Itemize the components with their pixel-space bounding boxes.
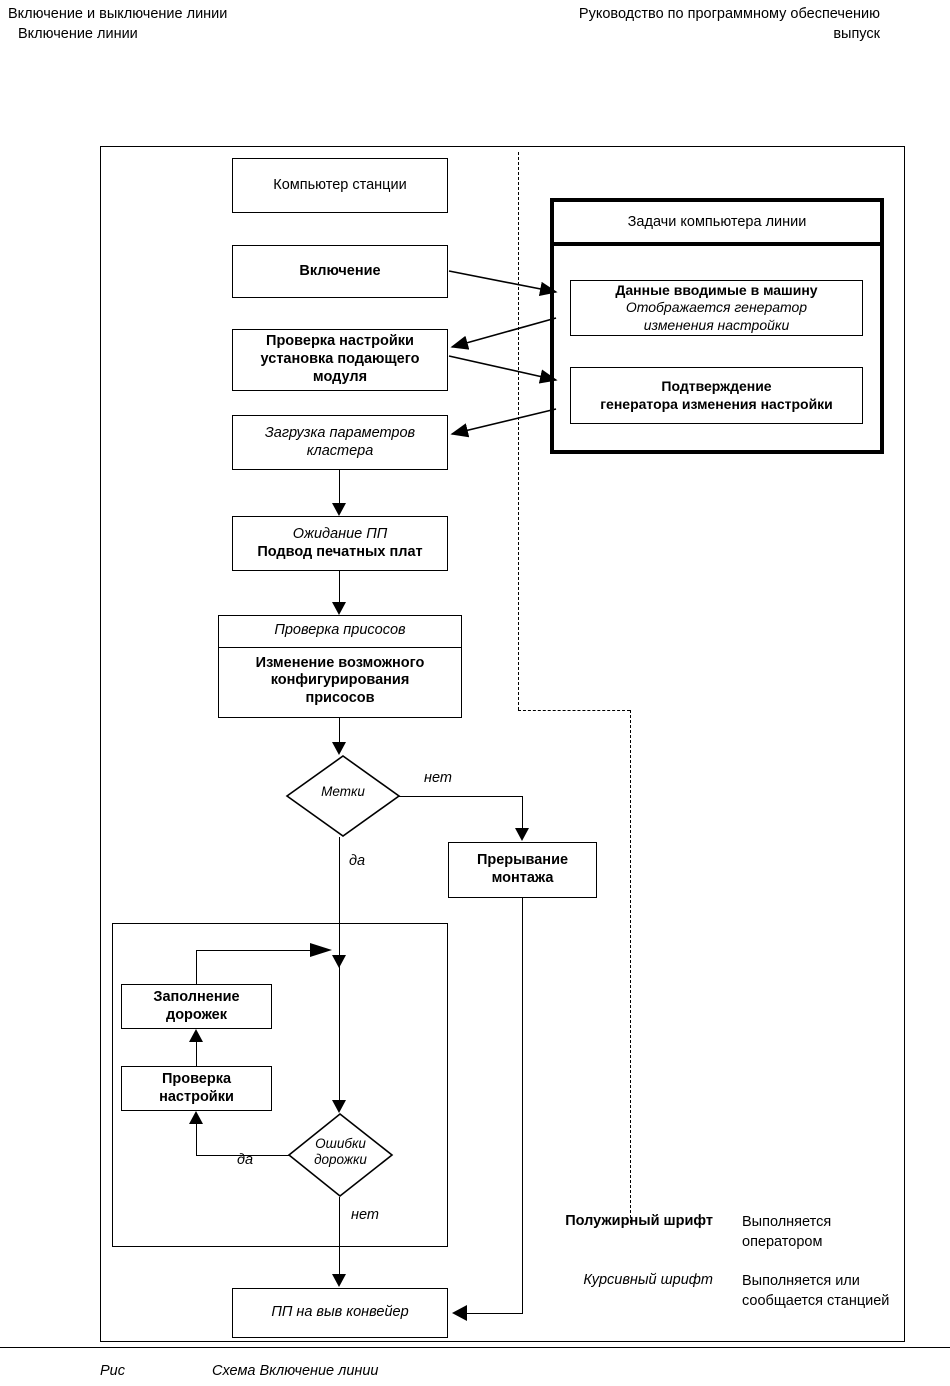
box-power-on[interactable]: Включение <box>232 245 448 298</box>
box-setup-check-line-2: установка подающего <box>260 351 420 368</box>
line-interrupt-to-output <box>467 1313 523 1314</box>
line-marks-no-vertical <box>522 796 523 828</box>
box-wait-pcb[interactable]: Ожидание ПП Подвод печатных плат <box>232 516 448 571</box>
box-nozzle-check-line-3: присосов <box>305 690 375 707</box>
box-fill-tracks-line-2: дорожек <box>166 1006 227 1023</box>
box-station-computer-label: Компьютер станции <box>273 176 407 193</box>
box-load-parameters-line-2: кластера <box>306 442 374 459</box>
arrowhead-nozzle-to-marks <box>332 742 346 755</box>
legend-bold-description: Выполняется оператором <box>742 1213 831 1252</box>
arrowhead-marks-no <box>515 828 529 841</box>
label-marks-no: нет <box>424 770 452 786</box>
legend-italic-description-line-2: сообщается станцией <box>742 1292 890 1309</box>
line-interrupt-down <box>522 898 523 1313</box>
label-errors-yes: да <box>237 1152 254 1168</box>
arrowhead-check-to-fill <box>189 1029 203 1042</box>
legend-bold-description-line-1: Выполняется <box>742 1214 832 1230</box>
box-interrupt-line-1: Прерывание <box>476 852 569 869</box>
box-confirmation-line-2: генератора изменения настройки <box>600 395 833 412</box>
legend-bold-term: Полужирный шрифт <box>565 1213 713 1229</box>
arrowhead-load-to-wait <box>332 503 346 516</box>
legend-italic-description-line-1: Выполняется или <box>742 1273 860 1289</box>
line-errors-yes-vertical <box>196 1122 197 1155</box>
box-interrupt[interactable]: Прерывание монтажа <box>448 842 597 898</box>
decision-track-errors[interactable]: Ошибки дорожки <box>287 1112 394 1198</box>
line-nozzle-to-marks <box>339 718 340 742</box>
dashed-divider-lower <box>630 710 631 1223</box>
line-check-to-fill <box>196 1040 197 1066</box>
arrowhead-main-to-errors <box>332 1100 346 1113</box>
box-fill-tracks-line-1: Заполнение <box>153 988 240 1005</box>
arrowhead-fill-to-main <box>310 943 332 957</box>
decision-marks-label: Метки <box>321 784 365 799</box>
box-station-computer[interactable]: Компьютер станции <box>232 158 448 213</box>
panel-title: Задачи компьютера линии <box>554 202 880 246</box>
arrowhead-interrupt-to-output <box>452 1305 467 1321</box>
line-main-to-errors <box>339 960 340 1102</box>
box-nozzle-check-bottom: Изменение возможного конфигурирования пр… <box>219 648 461 716</box>
box-load-parameters-line-1: Загрузка параметров <box>264 424 416 441</box>
box-fill-tracks[interactable]: Заполнение дорожек <box>121 984 272 1029</box>
box-check-setup-line-2: настройки <box>159 1088 234 1105</box>
box-confirmation[interactable]: Подтверждение генератора изменения настр… <box>570 367 863 424</box>
legend-italic-description: Выполняется или сообщается станцией <box>742 1272 889 1311</box>
label-errors-no: нет <box>351 1207 379 1223</box>
line-errors-no <box>339 1197 340 1274</box>
line-fill-right <box>196 950 320 951</box>
box-power-on-label: Включение <box>299 262 381 279</box>
box-nozzle-check-top: Проверка присосов <box>219 616 461 648</box>
box-confirmation-line-1: Подтверждение <box>661 378 772 394</box>
box-nozzle-check[interactable]: Проверка присосов Изменение возможного к… <box>218 615 462 718</box>
panel-line-computer-tasks[interactable]: Задачи компьютера линии Данные вводимые … <box>550 198 884 454</box>
decision-track-errors-line-2: дорожки <box>314 1152 367 1167</box>
box-interrupt-line-2: монтажа <box>491 870 554 886</box>
box-data-input-line-1: Данные вводимые в машину <box>615 281 818 298</box>
header-right-line-2: выпуск <box>833 26 880 42</box>
box-data-input[interactable]: Данные вводимые в машину Отображается ге… <box>570 280 863 336</box>
box-setup-check[interactable]: Проверка настройки установка подающего м… <box>232 329 448 391</box>
header-left-line-2: Включение линии <box>18 26 138 42</box>
box-data-input-line-3: изменения настройки <box>643 316 790 333</box>
box-wait-pcb-line-2: Подвод печатных плат <box>257 543 423 560</box>
box-pcb-output-label: ПП на выв конвейер <box>271 1304 409 1321</box>
box-check-setup[interactable]: Проверка настройки <box>121 1066 272 1111</box>
header-right-line-1: Руководство по программному обеспечению <box>578 6 880 22</box>
line-load-to-wait <box>339 470 340 503</box>
figure-border <box>100 146 905 1342</box>
arrowhead-errors-no <box>332 1274 346 1287</box>
panel-title-label: Задачи компьютера линии <box>627 214 807 230</box>
box-nozzle-check-top-label: Проверка присосов <box>274 622 406 638</box>
caption-text: Схема Включение линии <box>212 1363 379 1379</box>
header-left-line-1: Включение и выключение линии <box>8 6 228 22</box>
dashed-divider-horizontal <box>518 710 630 711</box>
line-wait-to-nozzle <box>339 571 340 602</box>
caption-figure-label: Рис <box>100 1363 125 1379</box>
box-setup-check-line-1: Проверка настройки <box>266 333 414 350</box>
box-nozzle-check-line-1: Изменение возможного <box>255 654 425 671</box>
line-fill-up <box>196 950 197 984</box>
box-nozzle-check-line-2: конфигурирования <box>270 672 410 689</box>
label-marks-yes: да <box>349 853 366 869</box>
decision-marks[interactable]: Метки <box>285 755 401 837</box>
box-data-input-line-2: Отображается генератор <box>625 299 808 316</box>
decision-track-errors-line-1: Ошибки <box>315 1136 366 1151</box>
legend-bold-description-line-2: оператором <box>742 1233 823 1250</box>
caption-rule <box>0 1347 950 1348</box>
arrowhead-errors-yes <box>189 1111 203 1124</box>
line-marks-no-horizontal <box>399 796 523 797</box>
box-load-parameters[interactable]: Загрузка параметров кластера <box>232 415 448 470</box>
box-setup-check-line-3: модуля <box>312 368 368 385</box>
line-marks-yes <box>339 837 340 968</box>
loop-group-border <box>112 923 448 1247</box>
box-wait-pcb-line-1: Ожидание ПП <box>292 525 388 542</box>
arrowhead-wait-to-nozzle <box>332 602 346 615</box>
legend-italic-term: Курсивный шрифт <box>583 1272 713 1288</box>
box-pcb-output[interactable]: ПП на выв конвейер <box>232 1288 448 1338</box>
dashed-divider-upper <box>518 152 519 710</box>
line-errors-yes-horizontal <box>196 1155 289 1156</box>
box-check-setup-line-1: Проверка <box>161 1070 232 1087</box>
